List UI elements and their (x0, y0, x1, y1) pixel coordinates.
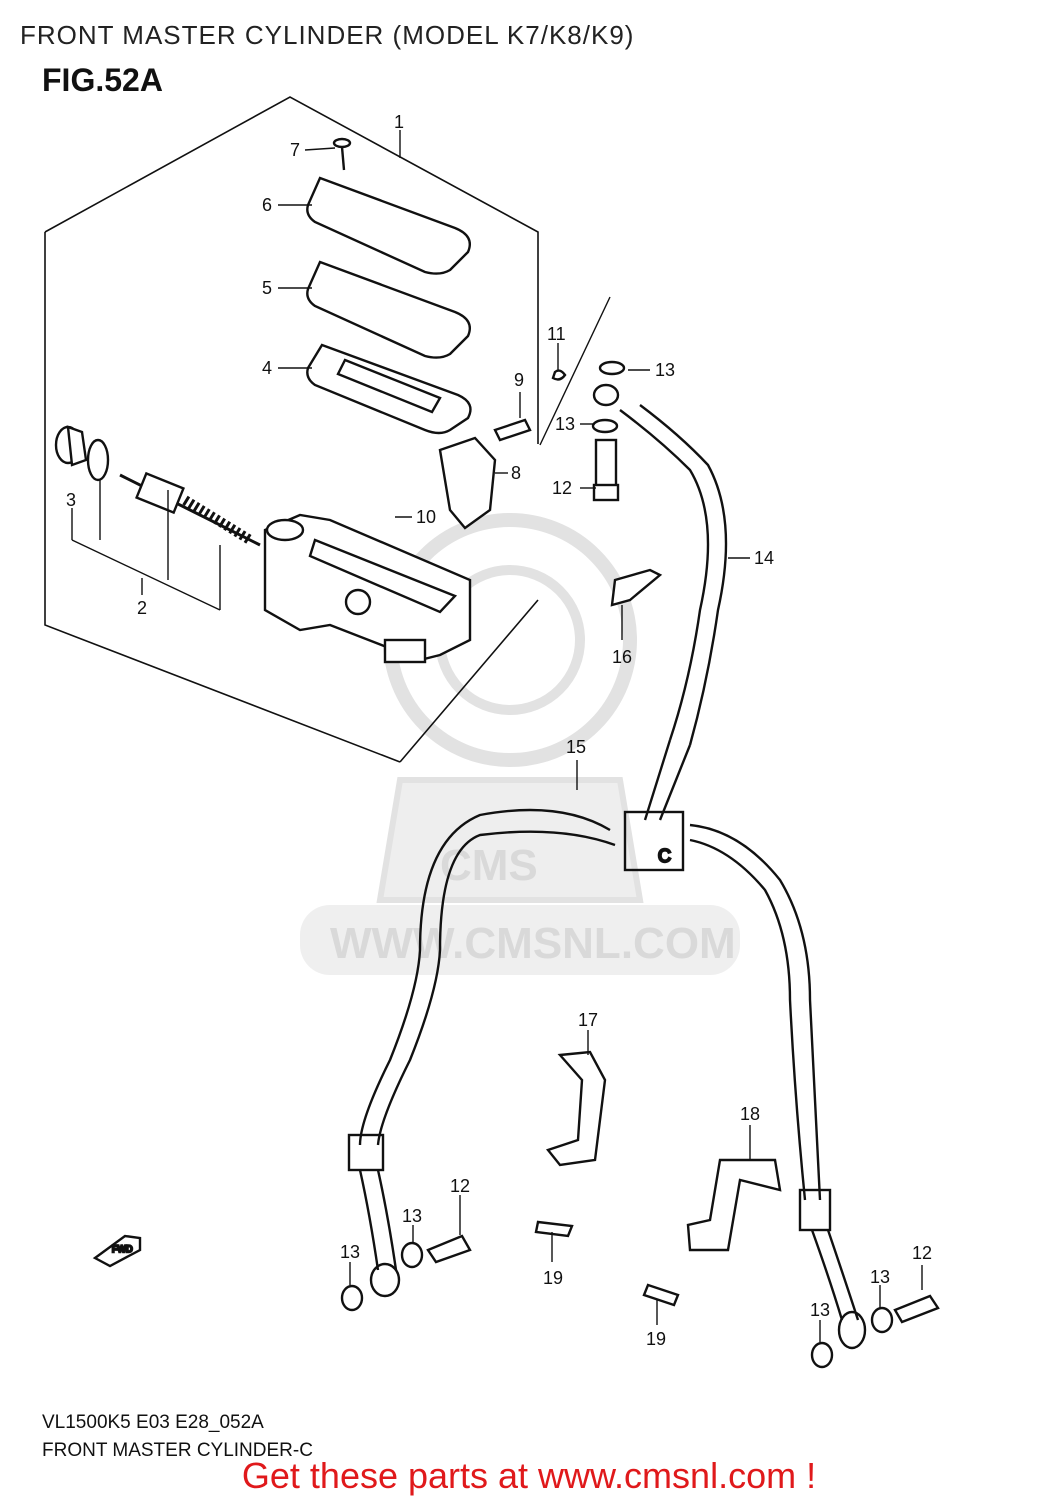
callout-15: 15 (566, 737, 586, 757)
callout-13-right-b: 13 (810, 1300, 830, 1320)
watermark-url: WWW.CMSNL.COM (330, 919, 736, 968)
callout-12-right: 12 (912, 1243, 932, 1263)
callout-14: 14 (754, 548, 774, 568)
callout-3: 3 (66, 490, 76, 510)
callout-12-top: 12 (552, 478, 572, 498)
callout-9: 9 (514, 370, 524, 390)
diagram-name: FRONT MASTER CYLINDER-C (42, 1440, 313, 1461)
callout-4: 4 (262, 358, 272, 378)
master-cylinder-parts (54, 137, 532, 664)
callout-13-left-a: 13 (402, 1206, 422, 1226)
callout-13-top: 13 (655, 360, 675, 380)
callout-19-b: 19 (646, 1329, 666, 1349)
watermark-logo: CMS (440, 841, 538, 890)
callout-11: 11 (547, 324, 566, 344)
assembly-box (44, 96, 539, 763)
fwd-label: FWD (112, 1244, 133, 1254)
callout-18: 18 (740, 1104, 760, 1124)
callout-13-left-b: 13 (340, 1242, 360, 1262)
callout-12-left: 12 (450, 1176, 470, 1196)
callout-8: 8 (511, 463, 521, 483)
callout-17: 17 (578, 1010, 598, 1030)
lower-hardware: FWD (92, 1050, 940, 1369)
figure-number: FIG.52A (42, 62, 163, 98)
diagram-code: VL1500K5 E03 E28_052A (42, 1412, 264, 1433)
callout-2: 2 (137, 598, 147, 618)
diagram-title: FRONT MASTER CYLINDER (MODEL K7/K8/K9) (20, 20, 635, 50)
leader-lines (71, 130, 923, 1342)
banjo-top (551, 360, 663, 607)
callout-1: 1 (394, 112, 404, 132)
brake-hoses: C (347, 404, 867, 1350)
callout-6: 6 (262, 195, 272, 215)
watermark: CMS WWW.CMSNL.COM (300, 513, 740, 975)
callout-5: 5 (262, 278, 272, 298)
callout-7: 7 (290, 140, 300, 160)
callout-16: 16 (612, 647, 632, 667)
callout-13-right-a: 13 (870, 1267, 890, 1287)
junction-label: C (658, 846, 671, 866)
callout-19-a: 19 (543, 1268, 563, 1288)
cta-link[interactable]: Get these parts at www.cmsnl.com ! (241, 1455, 817, 1496)
callout-labels: 1 2 3 4 5 6 7 8 9 10 11 12 13 13 14 15 1… (66, 112, 932, 1349)
callout-13-mid: 13 (555, 414, 575, 434)
callout-10: 10 (416, 507, 436, 527)
